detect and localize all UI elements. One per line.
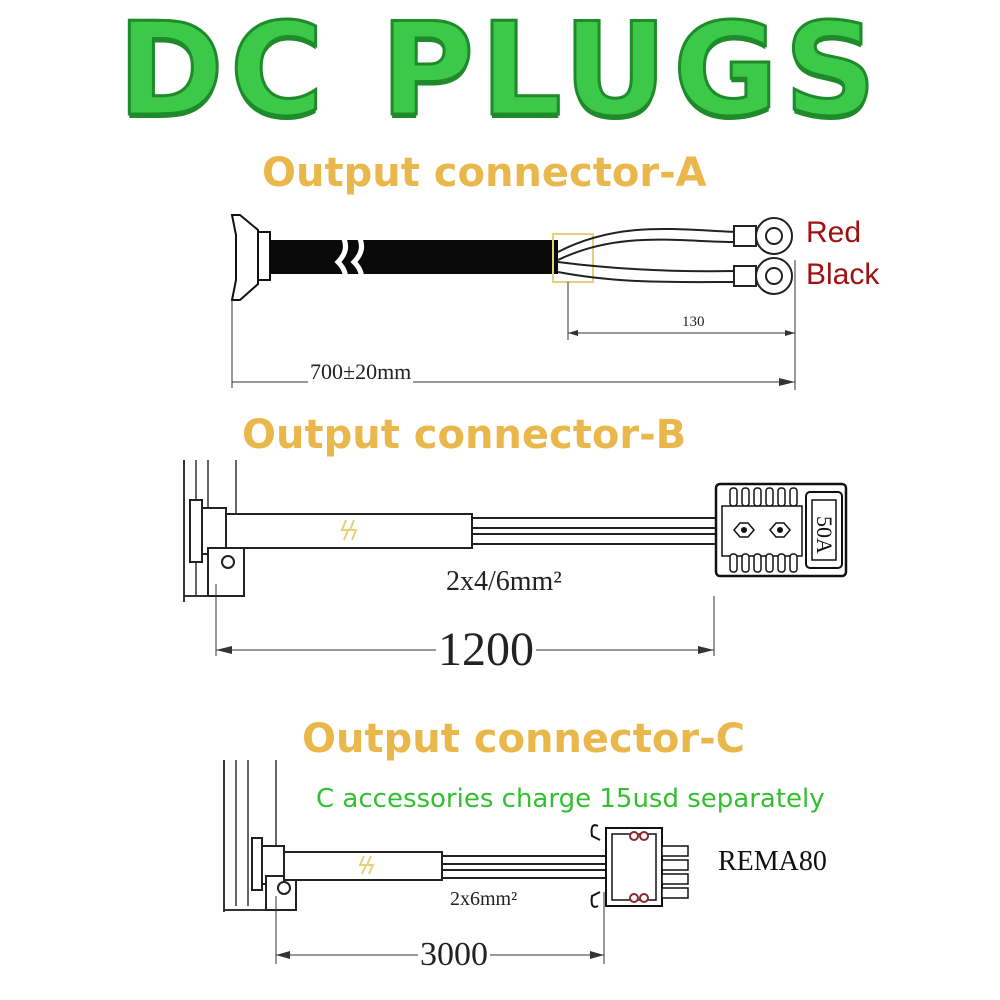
cable-spec-c: 2x6mm² (450, 888, 518, 910)
label-red: Red (806, 216, 862, 249)
label-black: Black (806, 258, 880, 291)
connector-a-wire-red (557, 227, 737, 253)
cable-spec-b: 2x4/6mm² (446, 566, 562, 597)
dim-label-700: 700±20mm (308, 359, 414, 385)
heading-connector-c: Output connector-C (302, 716, 746, 762)
rema80-plug (590, 824, 689, 908)
connector-c-socket-flange (251, 837, 263, 891)
anderson-50a-plug (714, 482, 848, 578)
page-title: DC PLUGS (116, 0, 883, 147)
plug-model-label: REMA80 (718, 846, 827, 877)
connector-a-wire-black (557, 261, 737, 273)
dim-label-130: 130 (680, 314, 707, 331)
heading-connector-a: Output connector-A (262, 150, 707, 196)
connector-a-cable (270, 240, 558, 274)
heading-connector-b: Output connector-B (242, 412, 687, 458)
dim-label-3000: 3000 (418, 936, 490, 974)
connector-a-plug (230, 214, 259, 301)
accessory-note: C accessories charge 15usd separately (316, 784, 825, 814)
dim-label-1200: 1200 (436, 622, 536, 677)
